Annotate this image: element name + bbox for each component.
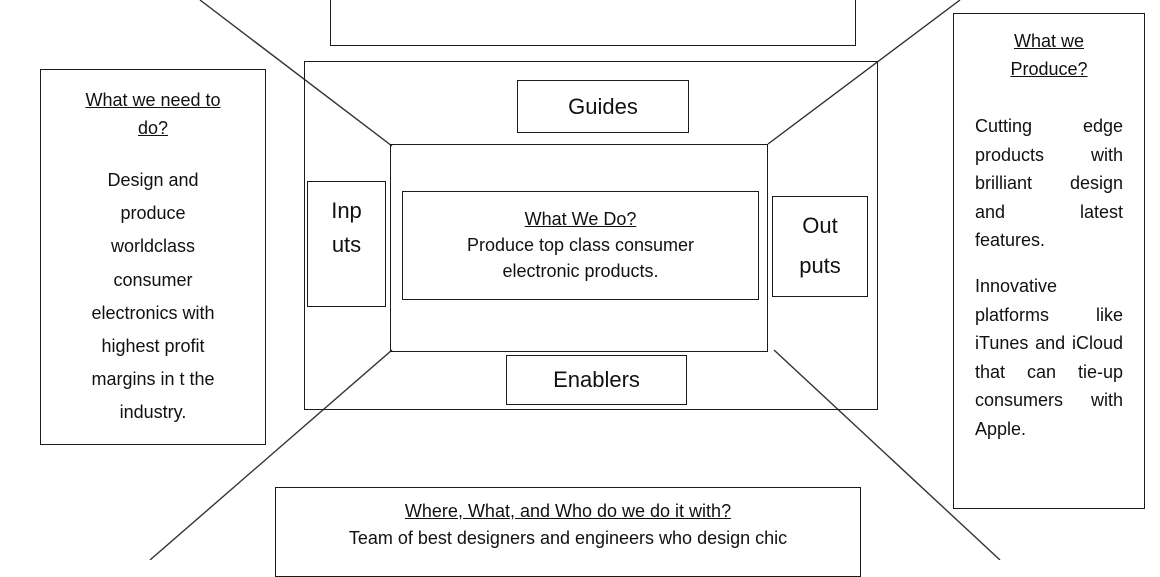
enablers-label: Enablers (553, 367, 640, 392)
left-box-line: produce (120, 203, 186, 224)
left-box-body: Design and produce worldclass consumer e… (41, 164, 265, 430)
inner-frame (390, 144, 768, 352)
left-box-line: Design and (107, 170, 199, 190)
core-line1: Produce top class consumer (466, 235, 695, 255)
bottom-box-title: Where, What, and Who do we do it with? (404, 501, 732, 521)
left-box-title-line2: do? (137, 118, 169, 138)
guides-box: Guides (517, 80, 689, 133)
top-box (330, 0, 856, 46)
inputs-label-line2: uts (331, 232, 362, 257)
right-box: What we Produce? Cutting edge products w… (953, 13, 1145, 509)
left-box-line: electronics with (91, 302, 215, 323)
left-box-line: consumer (113, 269, 193, 290)
connector-bottom-right (773, 349, 1001, 560)
connector-top-right (767, 0, 961, 145)
inputs-label-line1: Inp (331, 198, 362, 223)
right-box-para1: Cutting edge products with brilliant des… (975, 116, 1123, 251)
core-line2: electronic products. (502, 261, 659, 281)
left-box-line: worldclass (110, 236, 196, 257)
guides-label: Guides (568, 94, 638, 119)
connector-bottom-left (149, 349, 393, 560)
enablers-box: Enablers (506, 355, 687, 405)
diagram-canvas: What we need to do? Design and produce w… (40, 0, 1145, 577)
bottom-box-line1: Team of best designers and engineers who… (348, 528, 788, 548)
right-box-title-line2: Produce? (1010, 59, 1088, 79)
core-title: What We Do? (524, 209, 637, 229)
left-box-line: margins in t the (91, 369, 215, 390)
inputs-box: Inp uts (307, 181, 386, 307)
outputs-label-line1: Out (802, 213, 838, 238)
connector-lines (149, 0, 1001, 560)
outer-frame (304, 61, 878, 410)
left-box-line: industry. (119, 402, 187, 423)
core-box: What We Do? Produce top class consumer e… (402, 191, 759, 300)
bottom-box: Where, What, and Who do we do it with? T… (275, 487, 861, 577)
left-box-line: highest profit (101, 336, 205, 357)
left-box-title-line1: What we need to (85, 90, 221, 110)
outputs-label-line2: puts (799, 253, 841, 278)
right-box-para2: Innovative platforms like iTunes and iCl… (975, 275, 1123, 439)
left-box: What we need to do? Design and produce w… (40, 69, 266, 445)
outputs-box: Out puts (772, 196, 868, 297)
connector-top-left (199, 0, 393, 147)
right-box-title-line1: What we (1013, 31, 1085, 51)
